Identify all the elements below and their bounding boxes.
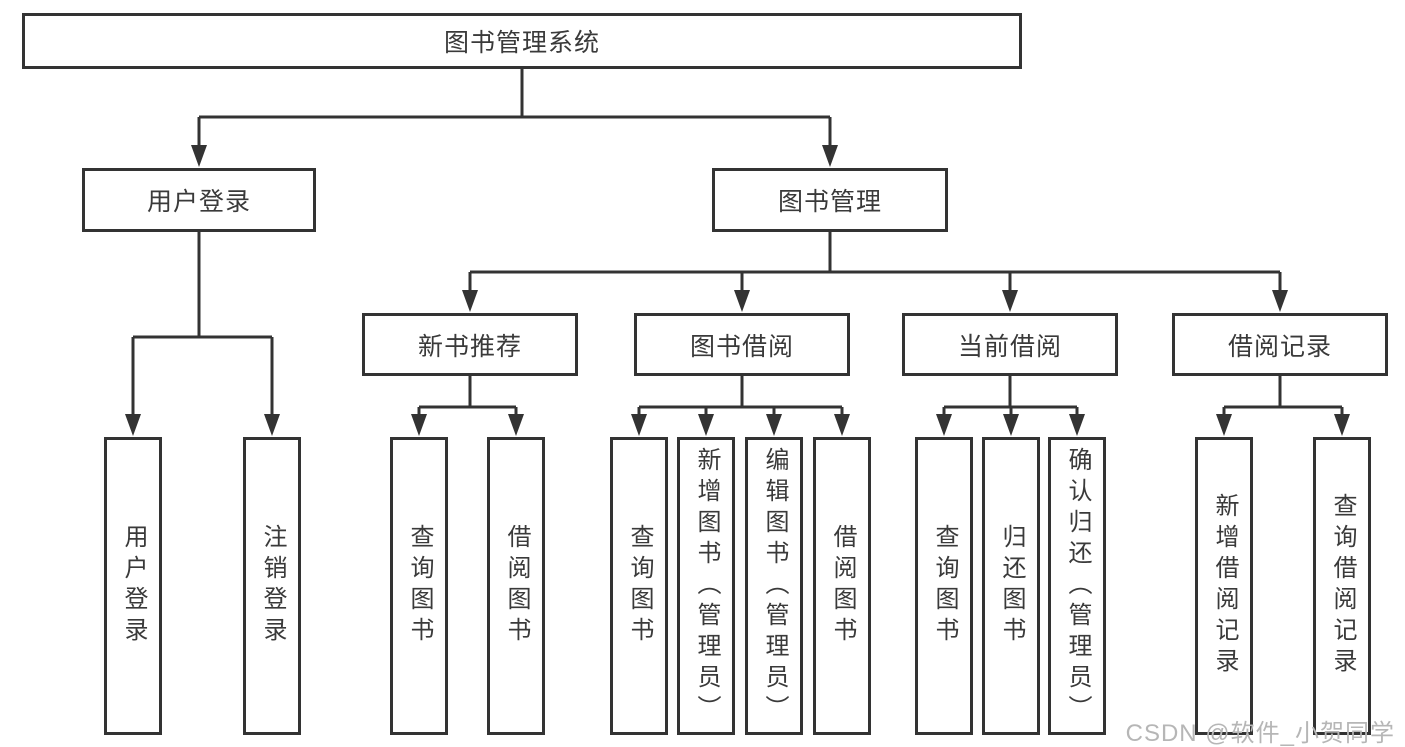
node-borrow-query-books: 查询图书 bbox=[610, 437, 668, 735]
node-borrow-borrow-books: 借阅图书 bbox=[813, 437, 871, 735]
node-label: 查询图书 bbox=[931, 524, 958, 648]
node-label: 新增借阅记录 bbox=[1211, 493, 1238, 679]
node-label: 借阅记录 bbox=[1227, 332, 1332, 361]
node-user-login: 用户登录 bbox=[82, 168, 316, 232]
node-current-return-books: 归还图书 bbox=[982, 437, 1040, 735]
node-leaf-user-login: 用户登录 bbox=[104, 437, 162, 735]
node-recommend-query-books: 查询图书 bbox=[390, 437, 448, 735]
node-label: 查询借阅记录 bbox=[1329, 493, 1356, 679]
node-current-confirm-return-admin: 确认归还（管理员） bbox=[1048, 437, 1106, 735]
node-label: 用户登录 bbox=[146, 188, 251, 216]
node-label: 图书借阅 bbox=[689, 332, 794, 361]
node-label: 用户登录 bbox=[120, 524, 147, 648]
node-label: 查询图书 bbox=[626, 524, 653, 648]
node-label: 借阅图书 bbox=[829, 524, 856, 648]
node-borrow-edit-books-admin: 编辑图书（管理员） bbox=[745, 437, 803, 735]
node-new-book-recommend: 新书推荐 bbox=[362, 313, 578, 376]
node-library-system: 图书管理系统 bbox=[22, 13, 1022, 69]
node-label: 查询图书 bbox=[406, 524, 433, 648]
node-label: 新书推荐 bbox=[417, 332, 522, 361]
node-recommend-borrow-books: 借阅图书 bbox=[487, 437, 545, 735]
node-label: 确认归还（管理员） bbox=[1064, 446, 1091, 726]
node-label: 注销登录 bbox=[259, 524, 286, 648]
node-records-query-borrow-record: 查询借阅记录 bbox=[1313, 437, 1371, 735]
node-book-borrowing: 图书借阅 bbox=[634, 313, 850, 376]
node-borrowing-records: 借阅记录 bbox=[1172, 313, 1388, 376]
node-book-management: 图书管理 bbox=[712, 168, 948, 232]
node-leaf-logout: 注销登录 bbox=[243, 437, 301, 735]
node-current-borrowing: 当前借阅 bbox=[902, 313, 1118, 376]
node-borrow-add-books-admin: 新增图书（管理员） bbox=[677, 437, 735, 735]
node-records-add-borrow-record: 新增借阅记录 bbox=[1195, 437, 1253, 735]
watermark: CSDN @软件_小贺同学 bbox=[1125, 720, 1395, 747]
node-label: 归还图书 bbox=[998, 524, 1025, 648]
node-label: 图书管理 bbox=[777, 188, 882, 216]
node-current-query-books: 查询图书 bbox=[915, 437, 973, 735]
node-label: 借阅图书 bbox=[503, 524, 530, 648]
node-label: 当前借阅 bbox=[957, 332, 1062, 361]
node-label: 新增图书（管理员） bbox=[693, 446, 720, 726]
node-label: 编辑图书（管理员） bbox=[761, 446, 788, 726]
node-label: 图书管理系统 bbox=[443, 29, 600, 57]
